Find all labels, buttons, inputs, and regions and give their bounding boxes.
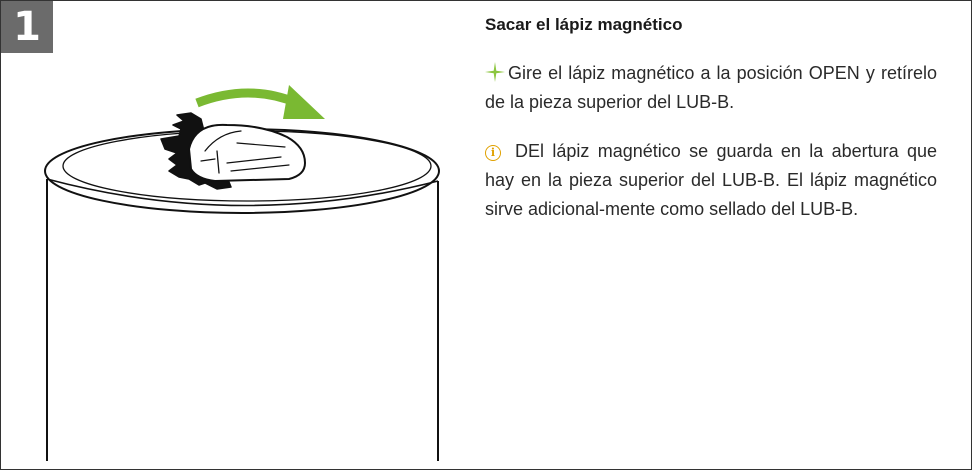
instruction-text-body: Gire el lápiz magnético a la posición OP… bbox=[485, 63, 937, 112]
magnetic-pen bbox=[160, 112, 306, 190]
lub-b-illustration bbox=[44, 85, 440, 461]
instruction-text: Sacar el lápiz magnético Gire el lápiz m… bbox=[485, 15, 937, 244]
section-title: Sacar el lápiz magnético bbox=[485, 15, 683, 34]
step-number-badge: 1 bbox=[1, 1, 53, 53]
info-icon: i bbox=[485, 145, 501, 161]
note-text-body: DEl lápiz magnético se guarda en la aber… bbox=[485, 141, 937, 219]
instruction-paragraph: Gire el lápiz magnético a la posición OP… bbox=[485, 59, 937, 117]
curved-arrow-icon bbox=[195, 85, 325, 119]
sparkle-icon bbox=[485, 62, 505, 82]
